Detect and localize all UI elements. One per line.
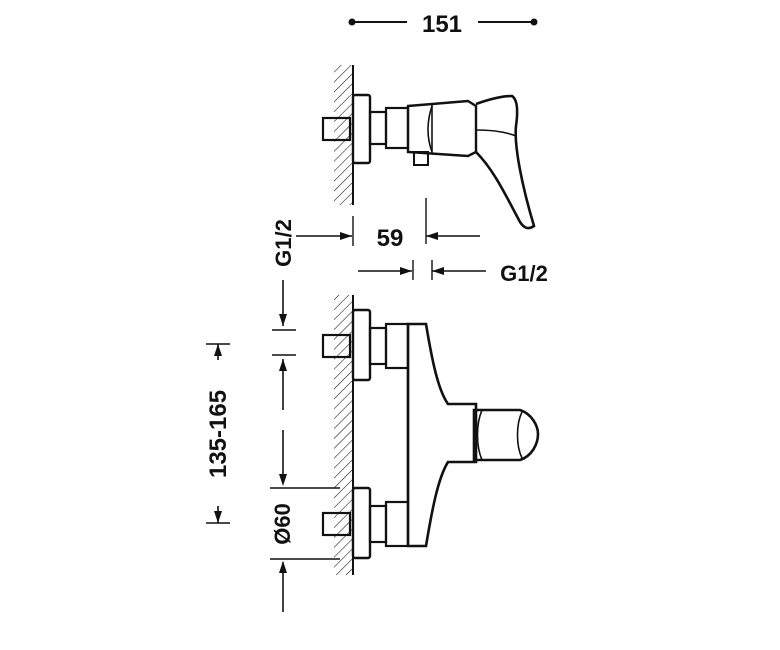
nut-top bbox=[384, 106, 410, 150]
dimension-label-g12-top: G1/2 bbox=[271, 219, 296, 267]
dimension-label-151: 151 bbox=[422, 11, 462, 38]
dimension-label-135-165: 135-165 bbox=[205, 390, 232, 478]
connector-lower bbox=[368, 504, 388, 544]
front-view bbox=[321, 295, 540, 575]
dimension-label-diameter-60: Ø60 bbox=[270, 503, 295, 545]
dimension-151: 151 bbox=[348, 11, 538, 38]
nut-upper bbox=[384, 322, 410, 370]
rosette-lower bbox=[351, 486, 372, 560]
rosette-upper bbox=[351, 308, 372, 382]
rosette-top bbox=[351, 93, 372, 165]
dimension-label-g12-side: G1/2 bbox=[500, 261, 548, 286]
inlet-nipple-lower bbox=[321, 511, 352, 537]
wall-hatch-front bbox=[334, 295, 353, 575]
dimension-g12-top: G1/2 bbox=[271, 219, 296, 410]
dimension-59: 59 bbox=[296, 198, 480, 252]
dimension-diameter-60: Ø60 bbox=[270, 430, 340, 612]
dimension-label-59: 59 bbox=[377, 225, 404, 252]
lever-handle-front bbox=[472, 408, 540, 462]
top-view bbox=[321, 65, 536, 230]
dimension-g12-side: G1/2 bbox=[358, 260, 548, 286]
inlet-nipple-upper bbox=[321, 333, 352, 359]
nut-lower bbox=[384, 500, 410, 548]
wall-hatch-top bbox=[334, 65, 353, 205]
connector-top bbox=[368, 110, 388, 146]
lever-handle-top bbox=[475, 94, 536, 230]
dimension-135-165: 135-165 bbox=[205, 343, 232, 524]
inlet-nipple-top bbox=[321, 116, 352, 142]
mixer-body-front bbox=[406, 322, 478, 548]
outlet-stub-top bbox=[413, 151, 429, 166]
mixer-body-top bbox=[406, 99, 478, 158]
connector-upper bbox=[368, 326, 388, 366]
